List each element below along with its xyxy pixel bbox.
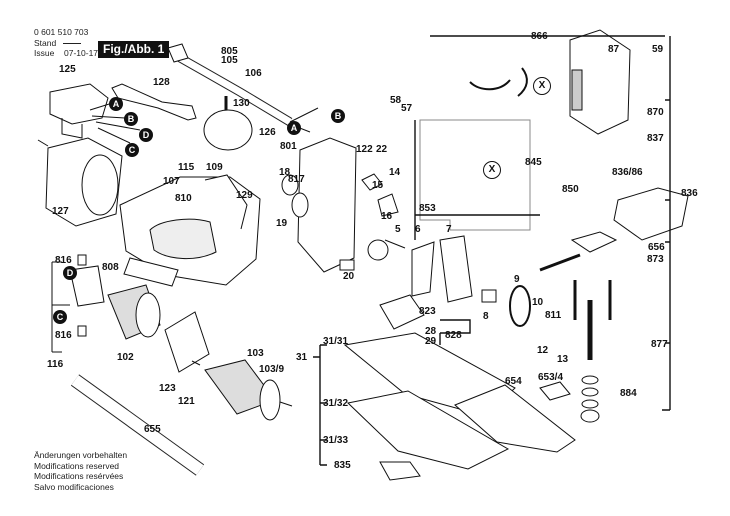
part-label-870: 870 (647, 107, 664, 118)
part-label-122: 122 (356, 144, 373, 155)
part-label-31-31: 31/31 (323, 336, 349, 347)
stand-value-struck (63, 38, 81, 48)
part-label-817: 817 (288, 174, 305, 185)
part-label-836-86: 836/86 (612, 167, 643, 178)
part-label-115: 115 (178, 162, 195, 173)
part-label-102: 102 (117, 352, 134, 363)
part-label-656: 656 (648, 242, 665, 253)
callout-x-mid: X (483, 161, 501, 179)
callout-x-top: X (533, 77, 551, 95)
part-label-816-top: 816 (55, 255, 72, 266)
part-label-116: 116 (47, 359, 64, 370)
note-es: Salvo modificaciones (34, 481, 114, 492)
callout-a-cord: A (287, 121, 301, 135)
part-label-107: 107 (163, 176, 180, 187)
part-label-105: 105 (221, 55, 238, 66)
part-label-13: 13 (557, 354, 569, 365)
part-label-121: 121 (178, 396, 195, 407)
note-de: Änderungen vorbehalten (34, 450, 128, 460)
part-label-653-4: 653/4 (538, 372, 564, 383)
note-fr: Modifications resérvées (34, 471, 124, 481)
part-label-835: 835 (334, 460, 351, 471)
part-label-128: 128 (153, 77, 170, 88)
part-number: 0 601 510 703 (34, 27, 89, 37)
issue-label: Issue (34, 48, 55, 58)
part-label-6: 6 (415, 224, 421, 235)
part-label-20: 20 (343, 271, 355, 282)
part-label-866: 866 (531, 31, 548, 42)
part-label-655: 655 (144, 424, 161, 435)
note-en: Modifications reserved (34, 460, 120, 471)
stand-label: Stand (34, 38, 57, 48)
part-label-14: 14 (389, 167, 401, 178)
part-label-805: 805 (221, 46, 238, 57)
part-label-836: 836 (681, 188, 698, 199)
part-label-31-33: 31/33 (323, 435, 349, 446)
part-label-9: 9 (514, 274, 520, 285)
part-label-57: 57 (401, 103, 413, 114)
part-label-19: 19 (276, 218, 288, 229)
part-label-12: 12 (537, 345, 549, 356)
issue-date: 07-10-17 (64, 48, 99, 58)
part-label-837: 837 (647, 133, 664, 144)
part-label-127: 127 (52, 206, 69, 217)
callout-b-cord: B (331, 109, 345, 123)
part-label-808: 808 (102, 262, 119, 273)
part-label-823: 823 (419, 306, 436, 317)
part-label-853: 853 (419, 203, 436, 214)
part-label-884: 884 (620, 388, 637, 399)
callout-c: C (125, 143, 139, 157)
part-label-28: 28 (425, 326, 437, 337)
part-label-125: 125 (59, 64, 76, 75)
part-label-654: 654 (505, 376, 522, 387)
part-label-87: 87 (608, 44, 620, 55)
callout-c-brush: C (53, 310, 67, 324)
part-label-129: 129 (236, 190, 253, 201)
part-label-873: 873 (647, 254, 664, 265)
part-label-123: 123 (159, 383, 176, 394)
part-label-845: 845 (525, 157, 542, 168)
part-label-29: 29 (425, 336, 437, 347)
part-label-828: 828 (445, 330, 462, 341)
part-label-31-32: 31/32 (323, 398, 349, 409)
part-label-7: 7 (446, 224, 452, 235)
part-label-109: 109 (206, 162, 223, 173)
part-label-103: 103 (247, 348, 264, 359)
part-label-31: 31 (296, 352, 308, 363)
part-label-810: 810 (175, 193, 192, 204)
part-label-16: 16 (381, 211, 393, 222)
part-label-130: 130 (233, 98, 250, 109)
callout-d: D (139, 128, 153, 142)
part-label-18: 18 (279, 167, 291, 178)
bracket-lines (313, 35, 671, 466)
part-label-801: 801 (280, 141, 297, 152)
callout-a: A (109, 97, 123, 111)
part-label-22: 22 (376, 144, 388, 155)
part-label-10: 10 (532, 297, 544, 308)
power-cord-drawing (167, 43, 319, 133)
part-label-59: 59 (652, 44, 664, 55)
figure-label: Fig./Abb. 1 (98, 41, 170, 58)
callout-d-brush: D (63, 266, 77, 280)
part-label-58: 58 (390, 95, 402, 106)
callout-b: B (124, 112, 138, 126)
part-label-877: 877 (651, 339, 668, 350)
part-label-850: 850 (562, 184, 579, 195)
part-label-8: 8 (483, 311, 489, 322)
part-label-106: 106 (245, 68, 262, 79)
part-label-811: 811 (545, 310, 562, 321)
part-label-5: 5 (395, 224, 401, 235)
part-label-816-bottom: 816 (55, 330, 72, 341)
part-label-126: 126 (259, 127, 276, 138)
modification-notes: Änderungen vorbehalten Modifications res… (34, 450, 127, 492)
part-label-103-9: 103/9 (259, 364, 285, 375)
part-label-15: 15 (372, 180, 384, 191)
